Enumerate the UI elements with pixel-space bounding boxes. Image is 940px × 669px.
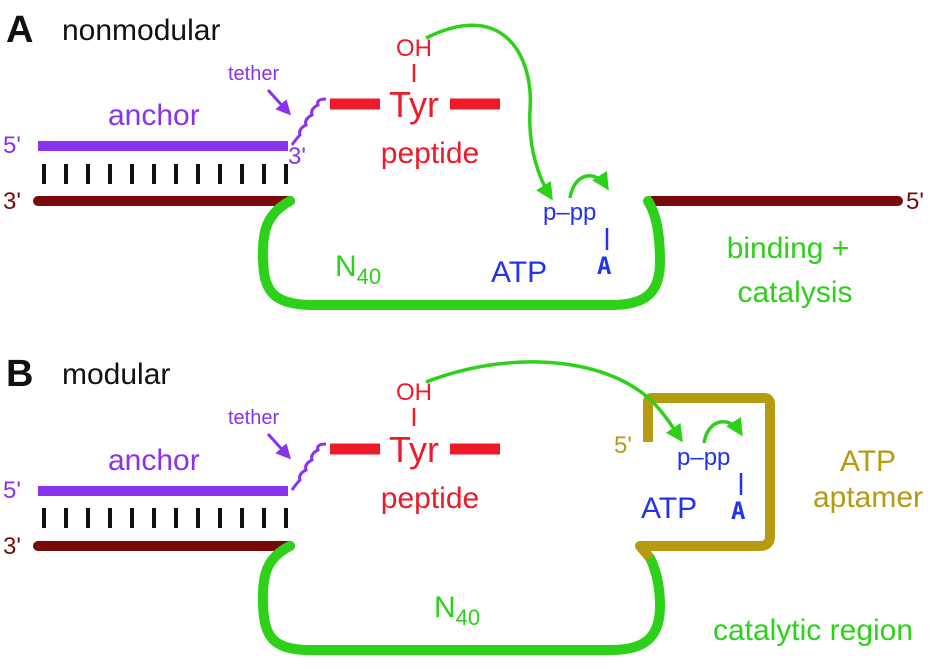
ppp-label: p–pp <box>677 444 730 471</box>
dna-5prime: 5' <box>906 188 924 215</box>
base-pair-ticks <box>42 164 288 184</box>
ppp-label: p–pp <box>543 199 596 226</box>
tyr-label: Tyr <box>389 84 439 125</box>
function-line2: catalysis <box>737 276 852 309</box>
panel-b-title: modular <box>62 358 170 391</box>
aptamer-strand <box>635 393 775 562</box>
panel-a: A nonmodular anchor 5' 3' 3' 5' N4 <box>3 9 924 310</box>
peptide-label: peptide <box>381 137 479 170</box>
tether-label: tether <box>228 63 279 85</box>
attack-arrow <box>425 23 553 201</box>
tether-arrow <box>266 88 292 116</box>
tether-label: tether <box>228 407 279 429</box>
atp-label: ATP <box>641 492 697 525</box>
aptamer-5prime: 5' <box>614 432 632 459</box>
n40-label: N40 <box>335 250 381 289</box>
anchor-5prime: 5' <box>3 132 21 159</box>
anchor-label: anchor <box>108 99 200 132</box>
n40-loop <box>257 196 666 310</box>
transfer-arrow <box>702 416 743 444</box>
catalytic-label: catalytic region <box>713 614 913 647</box>
atp-label: ATP <box>491 256 547 289</box>
adenine-label: A <box>597 252 612 280</box>
aptamer-label-2: aptamer <box>813 481 923 514</box>
base-pair-ticks <box>42 508 288 528</box>
panel-b: B modular anchor 5' 3' N40 5' <box>3 353 923 655</box>
function-line1: binding + <box>727 232 850 265</box>
panel-a-letter: A <box>6 9 33 51</box>
panel-b-letter: B <box>6 353 33 395</box>
dna-3prime: 3' <box>3 188 21 215</box>
oh-label: OH <box>396 379 432 406</box>
tether-arrow <box>266 432 292 460</box>
dna-3prime: 3' <box>3 533 21 560</box>
adenine-label: A <box>731 497 746 525</box>
anchor-label: anchor <box>108 444 200 477</box>
tether-wave <box>290 442 327 491</box>
anchor-3prime: 3' <box>288 143 306 170</box>
n40-loop <box>257 541 666 655</box>
oh-label: OH <box>396 35 432 62</box>
anchor-5prime: 5' <box>3 477 21 504</box>
aptamer-label-1: ATP <box>840 445 896 478</box>
peptide-label: peptide <box>381 482 479 515</box>
attack-arrow <box>425 360 683 443</box>
tether-wave <box>290 97 327 146</box>
tyr-label: Tyr <box>389 429 439 470</box>
transfer-arrow <box>568 170 609 199</box>
panel-a-title: nonmodular <box>62 14 220 47</box>
n40-label: N40 <box>434 591 480 630</box>
